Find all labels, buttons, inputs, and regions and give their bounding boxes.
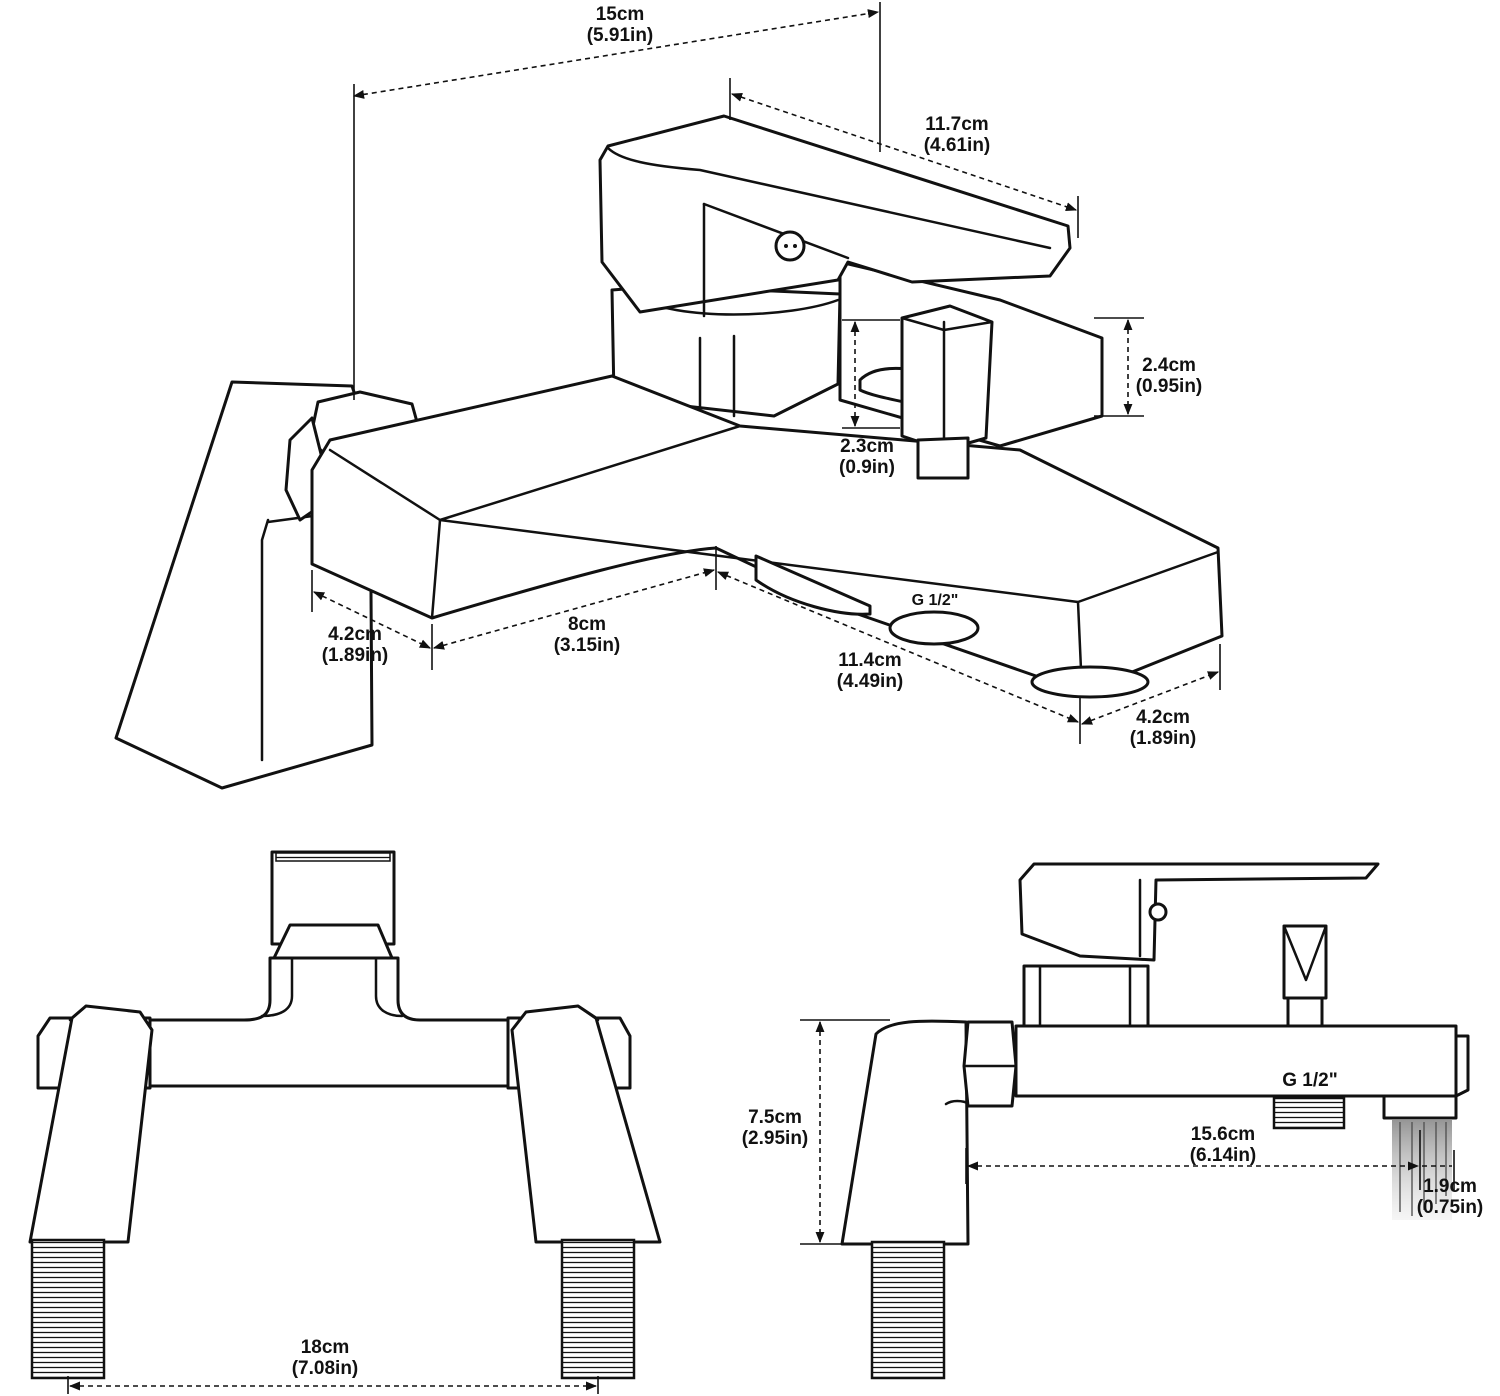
spout-length-imperial: (4.49in) — [836, 671, 904, 692]
body-depth-left-metric: 4.2cm — [328, 624, 382, 645]
body-depth-right-label: 4.2cm (1.89in) — [1108, 707, 1218, 749]
diverter-height-metric: 2.3cm — [840, 436, 894, 457]
top-thread-label: G 1/2" — [892, 590, 978, 611]
diverter-knob — [900, 304, 994, 452]
perspective-dimension-lines — [311, 2, 1221, 744]
inner-span-imperial: (3.15in) — [553, 635, 621, 656]
side-inlet — [870, 1240, 946, 1380]
side-diverter-knob — [1282, 924, 1328, 1000]
inner-span-label: 8cm (3.15in) — [532, 614, 642, 656]
overall-length-metric: 15cm — [595, 4, 645, 25]
top-thread-text: G 1/2" — [911, 592, 959, 609]
overall-length-label: 15cm (5.91in) — [565, 4, 675, 46]
handle-length-metric: 11.7cm — [925, 114, 989, 135]
inlet-spacing-imperial: (7.08in) — [291, 1358, 359, 1379]
side-leg — [840, 1019, 970, 1246]
lever-handle — [598, 114, 1072, 314]
body-depth-left-label: 4.2cm (1.89in) — [300, 624, 410, 666]
side-lever — [1018, 862, 1380, 962]
side-aerator — [1382, 1094, 1458, 1120]
overall-length-imperial: (5.91in) — [586, 25, 654, 46]
inlet-spacing-metric: 18cm — [300, 1337, 350, 1358]
leg-height-metric: 7.5cm — [748, 1107, 802, 1128]
diverter-stem — [916, 436, 970, 480]
outlet-ring-front — [888, 610, 980, 646]
handle-length-label: 11.7cm (4.61in) — [902, 114, 1012, 156]
side-dimension-lines — [800, 1019, 1455, 1245]
outlet-ring-right — [1030, 665, 1150, 699]
inlet-spacing-label: 18cm (7.08in) — [270, 1337, 380, 1379]
front-dimension-lines — [67, 1376, 599, 1394]
side-threaded-outlet — [1272, 1096, 1346, 1130]
front-right-inlet — [560, 1238, 636, 1380]
outlet-diameter-label: 1.9cm (0.75in) — [1400, 1176, 1500, 1218]
front-right-leg — [510, 1004, 662, 1244]
spout-length-metric: 11.4cm — [838, 650, 902, 671]
spout-reach-imperial: (6.14in) — [1189, 1145, 1257, 1166]
lever-screw — [774, 230, 806, 262]
side-thread-text: G 1/2" — [1282, 1070, 1338, 1091]
handle-length-imperial: (4.61in) — [923, 135, 991, 156]
main-body — [310, 374, 1224, 694]
valve-height-label: 2.4cm (0.95in) — [1114, 355, 1224, 397]
spout-length-label: 11.4cm (4.49in) — [815, 650, 925, 692]
leg-height-label: 7.5cm (2.95in) — [720, 1107, 830, 1149]
valve-height-imperial: (0.95in) — [1135, 376, 1203, 397]
inner-span-metric: 8cm — [567, 614, 607, 635]
side-body — [1014, 1024, 1458, 1098]
side-thread-label: G 1/2" — [1262, 1070, 1358, 1091]
front-view — [28, 850, 662, 1380]
front-left-inlet — [30, 1238, 106, 1380]
side-hex-nut — [962, 1020, 1018, 1108]
diverter-height-label: 2.3cm (0.9in) — [812, 436, 922, 478]
valve-height-metric: 2.4cm — [1142, 355, 1196, 376]
diverter-height-imperial: (0.9in) — [839, 457, 895, 478]
side-view — [840, 862, 1470, 1380]
spout-reach-metric: 15.6cm — [1190, 1124, 1256, 1145]
outlet-diameter-metric: 1.9cm — [1423, 1176, 1477, 1197]
body-depth-right-imperial: (1.89in) — [1129, 728, 1197, 749]
body-depth-right-metric: 4.2cm — [1136, 707, 1190, 728]
spout-reach-label: 15.6cm (6.14in) — [1168, 1124, 1278, 1166]
outlet-diameter-imperial: (0.75in) — [1416, 1197, 1484, 1218]
body-depth-left-imperial: (1.89in) — [321, 645, 389, 666]
leg-height-imperial: (2.95in) — [741, 1128, 809, 1149]
perspective-view — [114, 114, 1224, 790]
